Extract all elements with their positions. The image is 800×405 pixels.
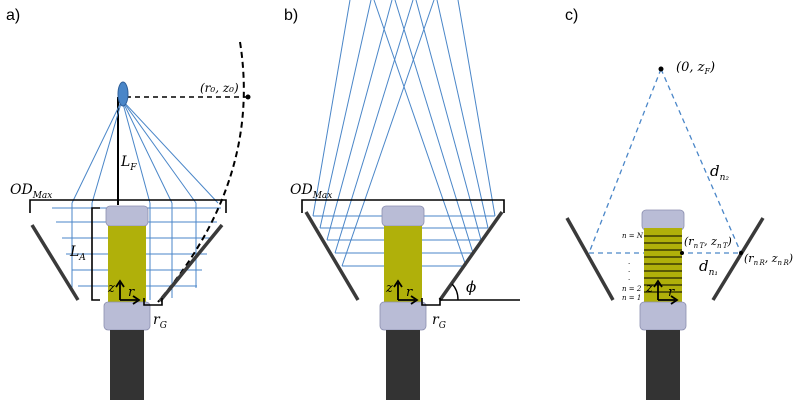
phi-label: ϕ	[466, 278, 476, 296]
panel-c-lamp-rod	[644, 228, 682, 302]
dn2-label: dn₂	[710, 162, 729, 183]
dn1-label: dn₁	[699, 257, 718, 278]
panel-b-rg-bracket	[421, 298, 441, 306]
panel-b-lamp-rod	[384, 226, 422, 302]
source-point-dot	[245, 94, 251, 100]
panel-c-reflector-left	[565, 217, 615, 301]
panel-b-lamp-base	[386, 330, 420, 400]
light-source-icon	[117, 81, 129, 107]
panel-c-label: c)	[565, 7, 578, 24]
layer-1-label: n = 1	[622, 294, 641, 302]
lamp-base	[110, 330, 144, 400]
panel-c: c) (0, zF) n = N . .	[565, 7, 793, 400]
panel-a: a) (r₀, z₀)	[6, 7, 251, 400]
panel-b-lamp-bottom-cap	[379, 301, 427, 331]
rg-label: rG	[153, 312, 167, 331]
focus-point-label: (0, zF)	[676, 60, 715, 76]
panel-a-label: a)	[6, 7, 20, 24]
la-label: LA	[69, 244, 86, 263]
panel-c-axis-z: z	[645, 281, 653, 296]
layer-dots-label-3: .	[628, 274, 630, 282]
panel-c-lamp-top-cap	[641, 209, 685, 231]
panel-c-layer-lines	[644, 235, 682, 293]
panel-c-axes	[653, 279, 679, 305]
reflector-point-dot	[739, 251, 743, 255]
layer-2-label: n = 2	[622, 285, 642, 293]
source-point-label: (r₀, z₀)	[200, 81, 239, 95]
panel-b-axes	[393, 279, 419, 305]
rg-bracket	[143, 298, 163, 306]
odmax-bracket	[29, 199, 227, 213]
panel-b-axis-z: z	[385, 281, 393, 296]
reflector-point-label: (rn R, zn R)	[744, 252, 793, 267]
layer-n-label: n = N	[622, 232, 644, 240]
parabola-arc	[157, 41, 245, 303]
lamp-top-cap	[105, 205, 149, 227]
panel-b-axis-r: r	[406, 285, 413, 300]
panel-c-axis-r: r	[668, 285, 675, 300]
panel-a-axis-z: z	[107, 281, 115, 296]
panel-c-reflector-right	[711, 217, 765, 301]
target-point-label: (rn T, zn T)	[684, 235, 732, 250]
layer-dots-label-2: .	[628, 266, 630, 274]
reflector-right-wall	[158, 223, 224, 303]
panel-a-axes	[115, 279, 141, 305]
phi-arc	[451, 283, 459, 301]
panel-b-reflector-left	[304, 211, 360, 301]
panel-b: b) ODMax	[284, 0, 520, 400]
panel-a-axis-r: r	[128, 285, 135, 300]
panel-b-label: b)	[284, 7, 298, 24]
target-point-dot	[680, 251, 684, 255]
panel-b-odmax-bracket	[301, 199, 505, 213]
odmax-label: ODMax	[10, 182, 52, 201]
lamp-rod	[108, 226, 146, 302]
panel-b-reflector-right	[438, 210, 504, 302]
focus-point-dot	[658, 66, 664, 72]
panel-c-lamp-bottom-cap	[639, 301, 687, 331]
panel-b-odmax-label: ODMax	[290, 182, 332, 201]
panel-b-lamp-top-cap	[381, 205, 425, 227]
reflector-left-wall	[30, 224, 80, 301]
layer-dots-label: .	[628, 258, 630, 266]
lf-label: LF	[120, 154, 137, 173]
panel-c-lamp-base	[646, 330, 680, 400]
lamp-bottom-cap	[103, 301, 151, 331]
panel-b-rg-label: rG	[432, 312, 446, 331]
la-bracket	[91, 207, 100, 301]
